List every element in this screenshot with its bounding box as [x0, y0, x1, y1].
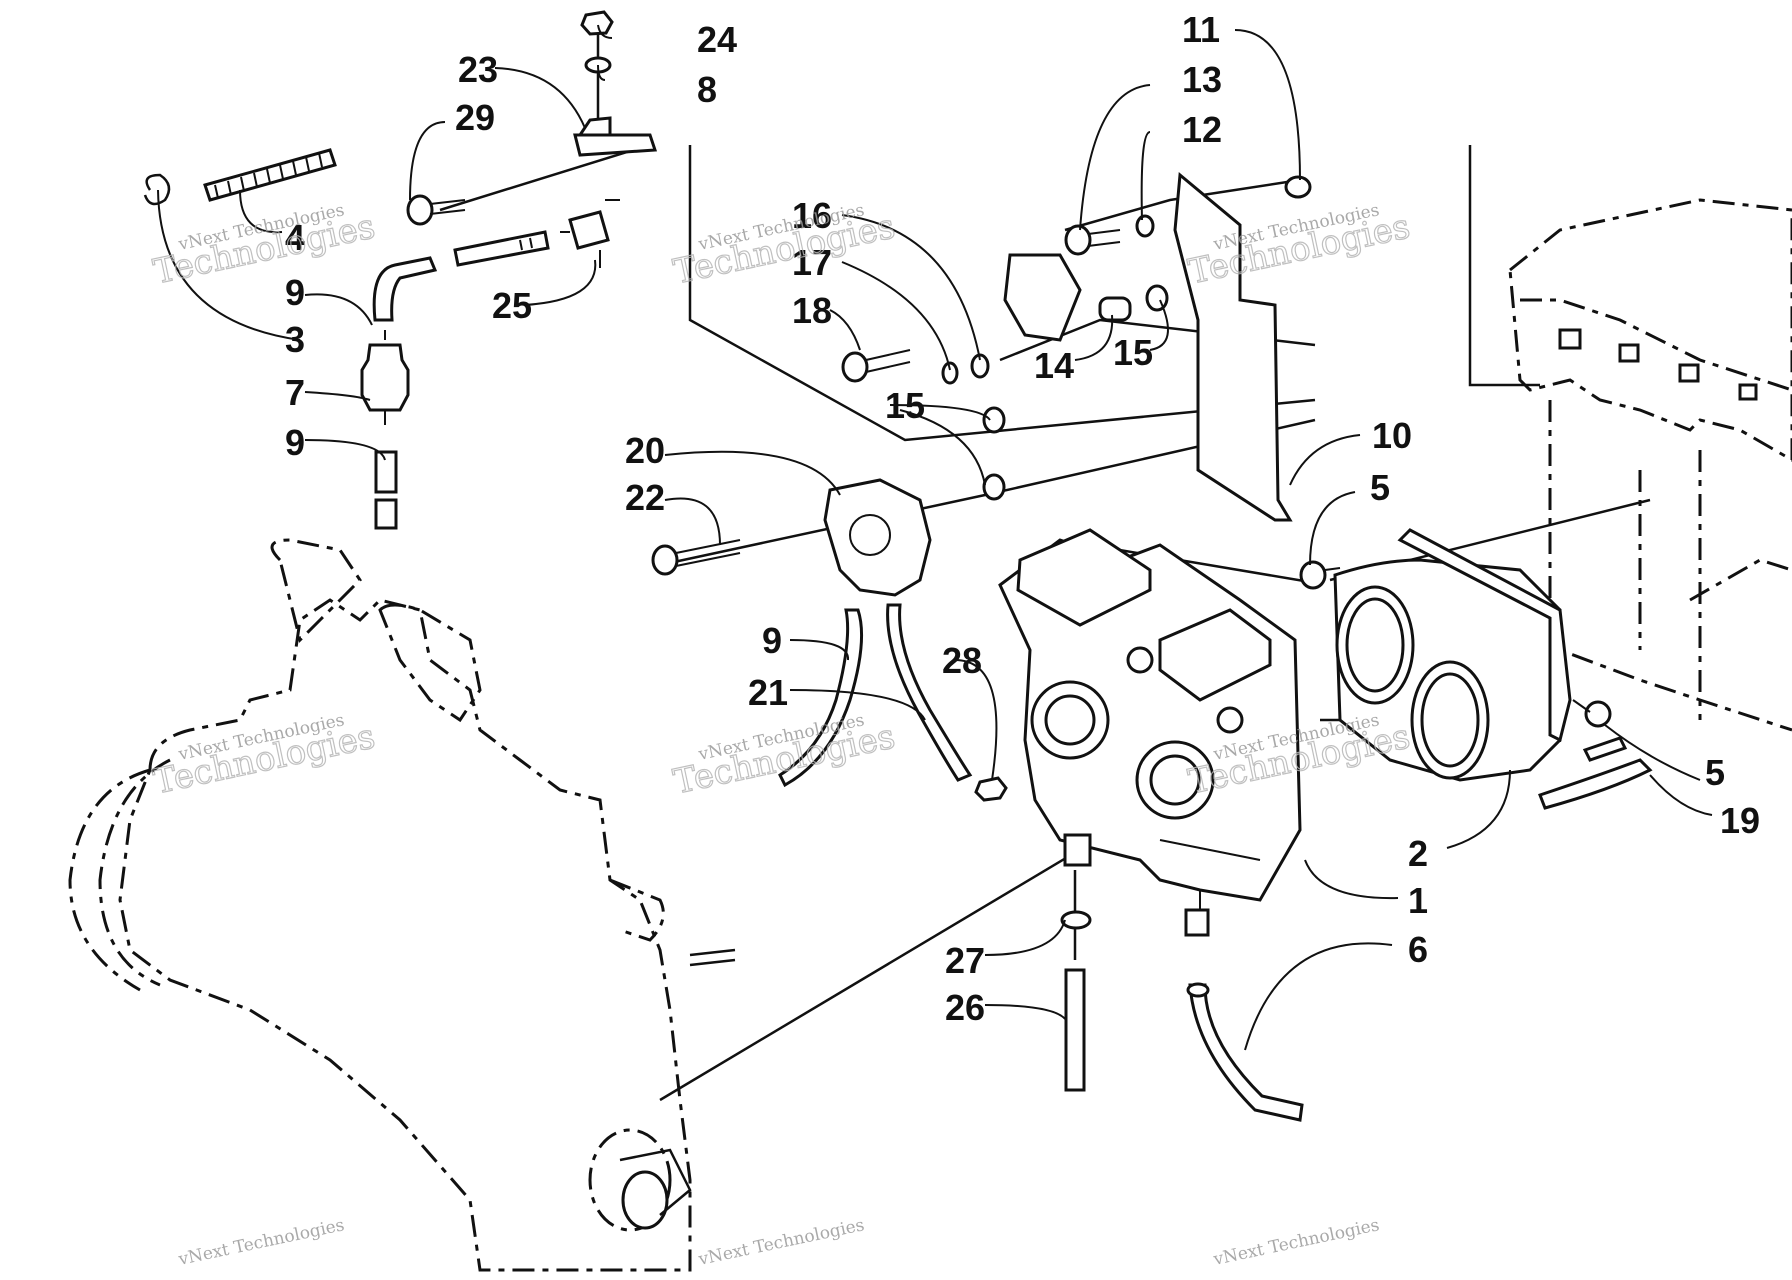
- intake-boot-part: [1333, 528, 1572, 782]
- watermark-text: vNext Technologies: [176, 1215, 346, 1270]
- callout-21: 21: [748, 672, 788, 713]
- callout-16: 16: [792, 195, 832, 236]
- callout-23: 23: [458, 49, 498, 90]
- callout-18: 18: [792, 290, 832, 331]
- watermark-text: vNext Technologies: [1211, 1215, 1381, 1270]
- callout-1: 1: [1408, 880, 1428, 921]
- callout-8: 8: [697, 69, 717, 110]
- callout-25: 25: [492, 285, 532, 326]
- mounting-bracket-part: [1173, 172, 1293, 522]
- callout-9-lower: 9: [762, 620, 782, 661]
- callout-24: 24: [697, 19, 737, 60]
- watermark-text: vNext Technologies: [696, 1215, 866, 1270]
- callout-9-middle: 9: [285, 422, 305, 463]
- callout-5-upper: 5: [1370, 467, 1390, 508]
- callout-29: 29: [455, 97, 495, 138]
- callout-22: 22: [625, 477, 665, 518]
- callout-11: 11: [1182, 9, 1220, 50]
- callout-15-left: 15: [885, 385, 925, 426]
- callout-labels: 24 8 23 29 11 13 12 4 9 3 25 16 17 18 14…: [285, 9, 1760, 1028]
- airbox-outline: [1508, 198, 1792, 732]
- callout-9-upper: 9: [285, 272, 305, 313]
- callout-19: 19: [1720, 800, 1760, 841]
- callout-17: 17: [792, 242, 832, 283]
- callout-27: 27: [945, 940, 985, 981]
- callout-7: 7: [285, 372, 305, 413]
- callout-14: 14: [1034, 345, 1074, 386]
- callout-4: 4: [285, 217, 305, 258]
- fuel-line-parts: [143, 10, 1653, 1122]
- callout-5-lower: 5: [1705, 752, 1725, 793]
- callout-10: 10: [1372, 415, 1412, 456]
- carburetor-assembly-part: [998, 528, 1302, 937]
- callout-13: 13: [1182, 59, 1222, 100]
- nut-part: [580, 10, 614, 36]
- engine-outline: [68, 538, 736, 1272]
- callout-12: 12: [1182, 109, 1222, 150]
- fuel-pump-part: [823, 478, 932, 597]
- callout-leaders: [157, 24, 1713, 1051]
- callout-2: 2: [1408, 833, 1428, 874]
- callout-26: 26: [945, 987, 985, 1028]
- callout-3: 3: [285, 319, 305, 360]
- callout-15-right: 15: [1113, 332, 1153, 373]
- callout-20: 20: [625, 430, 665, 471]
- callout-28: 28: [942, 640, 982, 681]
- callout-6: 6: [1408, 929, 1428, 970]
